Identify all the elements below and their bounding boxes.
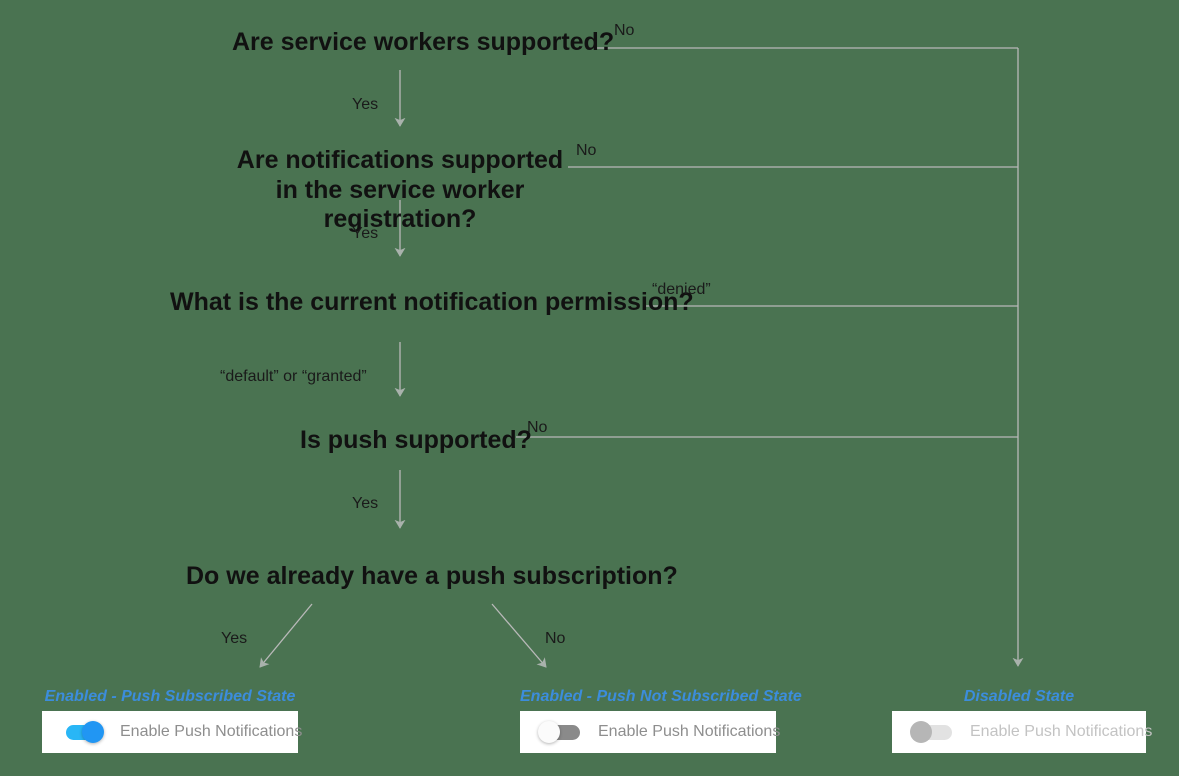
push-toggle-switch-disabled [910, 721, 956, 743]
edge-label-q1-no: No [614, 22, 635, 39]
edge-label-q1-yes: Yes [352, 96, 379, 113]
state-title: Enabled - Push Not Subscribed State [520, 688, 802, 705]
edge-q5-yes [259, 603, 313, 668]
toggle-label: Enable Push Notifications [970, 723, 1153, 740]
edge-label-q4-yes: Yes [352, 495, 379, 512]
state-disabled: Disabled State Enable Push Notifications [892, 688, 1152, 753]
edge-label-q2-yes: Yes [352, 225, 379, 242]
toggle-label: Enable Push Notifications [120, 723, 303, 740]
toggle-knob [910, 721, 932, 743]
edge-label-q2-no: No [576, 142, 597, 159]
edge-label-q5-yes: Yes [221, 630, 248, 647]
toggle-card: Enable Push Notifications [892, 711, 1152, 753]
edge-label-q4-no: No [527, 419, 548, 436]
edge-label-q3-default-granted: “default” or “granted” [220, 368, 367, 385]
node-service-workers-supported: Are service workers supported? [232, 28, 615, 56]
toggle-card[interactable]: Enable Push Notifications [42, 711, 302, 753]
toggle-card[interactable]: Enable Push Notifications [520, 711, 780, 753]
push-toggle-switch-off[interactable] [538, 721, 584, 743]
push-toggle-switch-on[interactable] [60, 721, 106, 743]
edge-label-q3-denied: “denied” [652, 281, 711, 298]
state-title: Disabled State [963, 688, 1075, 705]
edge-label-q5-no: No [545, 630, 566, 647]
node-notifications-supported: Are notifications supported in the servi… [236, 146, 564, 233]
state-enabled-push-subscribed: Enabled - Push Subscribed State Enable P… [42, 688, 302, 753]
node-notification-permission: What is the current notification permiss… [170, 288, 694, 316]
edge-q5-no [491, 603, 547, 668]
toggle-knob [82, 721, 104, 743]
node-push-supported: Is push supported? [300, 426, 532, 454]
toggle-knob [538, 721, 560, 743]
state-title: Enabled - Push Subscribed State [44, 688, 296, 705]
toggle-label: Enable Push Notifications [598, 723, 781, 740]
state-enabled-push-not-subscribed: Enabled - Push Not Subscribed State Enab… [520, 688, 802, 753]
node-have-push-subscription: Do we already have a push subscription? [186, 562, 678, 590]
